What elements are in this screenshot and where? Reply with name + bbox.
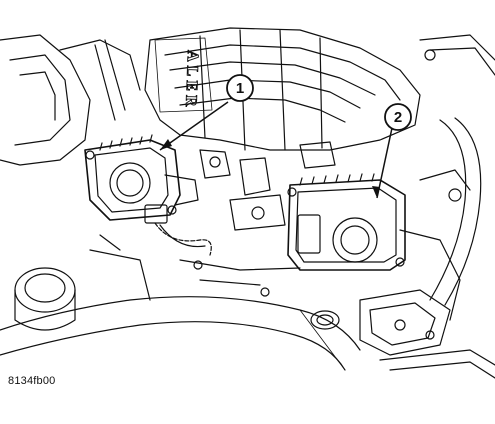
callout-2-circle xyxy=(384,103,412,131)
manifold-engraved-text: ALER xyxy=(182,50,201,111)
callout-1-leader xyxy=(159,101,229,151)
lower-radiator-hose xyxy=(0,296,361,371)
wiring-harness-1 xyxy=(154,222,212,256)
figure-id-label: 8134fb00 xyxy=(8,375,56,387)
callout-2-label: 2 xyxy=(394,109,402,126)
throttle-body-2 xyxy=(287,173,406,271)
right-hoses xyxy=(399,34,495,321)
manifold-lettering-area xyxy=(154,37,213,113)
callout-2-leader xyxy=(376,127,393,199)
reservoir-cap xyxy=(14,267,76,331)
lower-right-components xyxy=(359,289,495,379)
callout-1-circle xyxy=(226,74,254,102)
left-airbox xyxy=(0,34,141,166)
callout-1-arrowhead xyxy=(160,139,172,150)
callout-2-arrowhead xyxy=(372,186,380,198)
throttle-body-1 xyxy=(84,134,199,224)
callout-1-label: 1 xyxy=(236,80,244,97)
center-hardware xyxy=(193,141,336,297)
frame-rails xyxy=(89,234,301,301)
